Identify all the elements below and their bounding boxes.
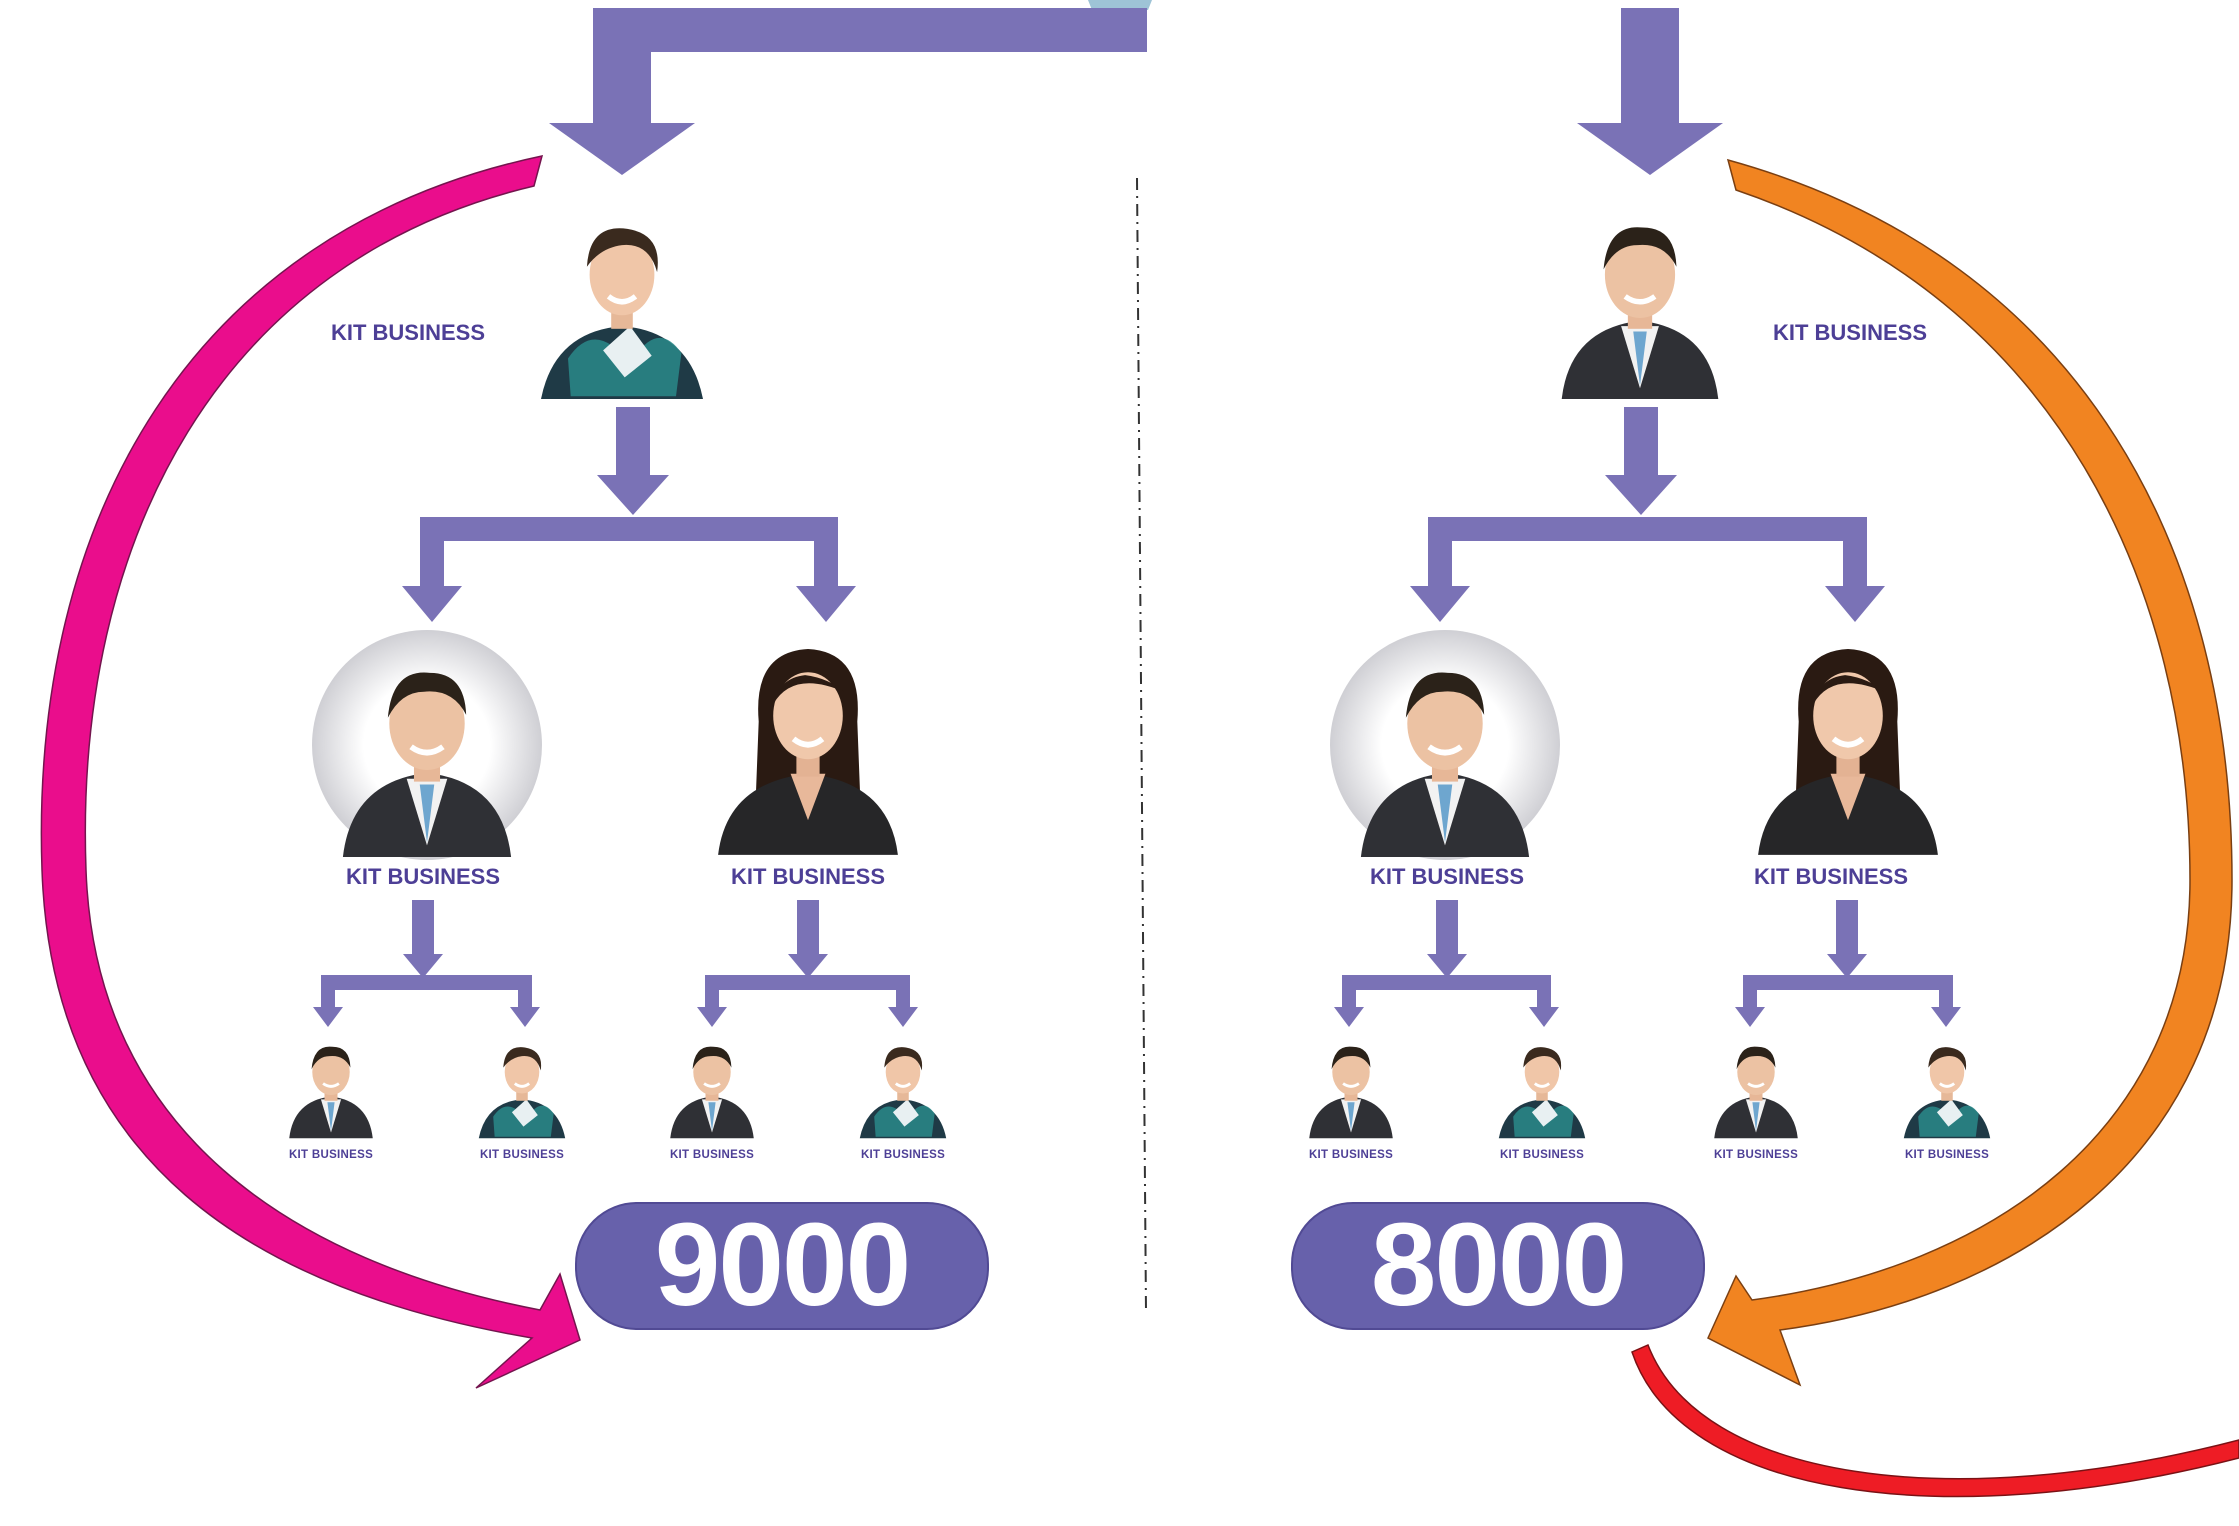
left-root-down-shaft bbox=[616, 407, 650, 475]
right-child-1-avatar bbox=[1330, 630, 1560, 860]
right-g2-down-head bbox=[1827, 954, 1867, 978]
right-g1-bracket-right-head bbox=[1529, 1007, 1559, 1027]
leaf-avatar bbox=[1712, 1045, 1800, 1140]
left-level2-bracket-right-head bbox=[796, 586, 856, 622]
left-g2-bracket-right-shaft bbox=[896, 975, 910, 1007]
spillover-arrow bbox=[1631, 1343, 2239, 1498]
top-bracket-left-head bbox=[549, 123, 695, 175]
right-root-down-shaft bbox=[1624, 407, 1658, 475]
left-level2-bracket-bar bbox=[420, 517, 838, 541]
leaf-avatars bbox=[287, 1045, 1992, 1140]
right-g2-bracket-right-head bbox=[1931, 1007, 1961, 1027]
left-g2-bracket-bar bbox=[705, 975, 910, 990]
right-g2-bracket-left-head bbox=[1735, 1007, 1765, 1027]
left-child-1-avatar bbox=[312, 630, 542, 860]
leaf-avatar bbox=[477, 1045, 567, 1140]
leaf-avatar bbox=[1497, 1045, 1587, 1140]
left-total-pill: 9000 bbox=[575, 1202, 989, 1330]
right-root-label: KIT BUSINESS bbox=[1772, 320, 1928, 345]
right-g1-down-shaft bbox=[1436, 900, 1458, 954]
leaf-avatar bbox=[668, 1045, 756, 1140]
left-g1-bracket-right-shaft bbox=[518, 975, 532, 1007]
left-g1-bracket-left-shaft bbox=[321, 975, 335, 1007]
right-loop-arrow bbox=[1707, 158, 2233, 1387]
left-child-1-label: KIT BUSINESS bbox=[345, 864, 501, 889]
right-g2-bracket-bar bbox=[1743, 975, 1953, 990]
right-g1-bracket-left-head bbox=[1334, 1007, 1364, 1027]
left-g2-bracket-left-head bbox=[697, 1007, 727, 1027]
left-level2-bracket-left-head bbox=[402, 586, 462, 622]
top-bracket-right-shaft bbox=[1621, 8, 1679, 123]
right-g2-bracket-right-shaft bbox=[1939, 975, 1953, 1007]
left-leaf-3-label: KIT BUSINESS bbox=[669, 1149, 755, 1161]
right-total-pill: 8000 bbox=[1291, 1202, 1705, 1330]
right-leaf-1-label: KIT BUSINESS bbox=[1308, 1149, 1394, 1161]
top-bracket-bar bbox=[597, 8, 1147, 52]
right-child-2-avatar bbox=[1758, 649, 1938, 855]
left-g2-down-shaft bbox=[797, 900, 819, 954]
left-leaf-1-label: KIT BUSINESS bbox=[288, 1149, 374, 1161]
left-loop-arrow bbox=[40, 155, 581, 1389]
leaf-avatar bbox=[858, 1045, 948, 1140]
right-level2-bracket-right-head bbox=[1825, 586, 1885, 622]
right-root-avatar bbox=[1562, 227, 1719, 399]
right-g1-down-head bbox=[1427, 954, 1467, 978]
left-root-avatar bbox=[541, 228, 703, 399]
right-g2-down-shaft bbox=[1836, 900, 1858, 954]
right-level2-bracket-right-shaft bbox=[1843, 517, 1867, 586]
right-g2-bracket-left-shaft bbox=[1743, 975, 1757, 1007]
connector-arrows bbox=[313, 8, 1961, 1027]
center-divider bbox=[1136, 177, 1147, 1313]
right-level2-bracket-bar bbox=[1428, 517, 1867, 541]
left-g1-down-shaft bbox=[412, 900, 434, 954]
top-bracket-left-shaft bbox=[593, 8, 651, 123]
leaf-avatar bbox=[1307, 1045, 1395, 1140]
left-level2-bracket-right-shaft bbox=[814, 517, 838, 586]
right-g1-bracket-bar bbox=[1342, 975, 1551, 990]
right-leaf-2-label: KIT BUSINESS bbox=[1499, 1149, 1585, 1161]
right-child-2-label: KIT BUSINESS bbox=[1753, 864, 1909, 889]
right-leaf-4-label: KIT BUSINESS bbox=[1904, 1149, 1990, 1161]
left-g2-bracket-left-shaft bbox=[705, 975, 719, 1007]
left-g1-bracket-left-head bbox=[313, 1007, 343, 1027]
right-g1-bracket-right-shaft bbox=[1537, 975, 1551, 1007]
right-level2-bracket-left-shaft bbox=[1428, 517, 1452, 586]
left-leaf-4-label: KIT BUSINESS bbox=[860, 1149, 946, 1161]
right-g1-bracket-left-shaft bbox=[1342, 975, 1356, 1007]
left-g1-bracket-bar bbox=[321, 975, 532, 990]
leaf-avatar bbox=[287, 1045, 375, 1140]
right-level2-bracket-left-head bbox=[1410, 586, 1470, 622]
leaf-avatar bbox=[1902, 1045, 1992, 1140]
left-g2-bracket-right-head bbox=[888, 1007, 918, 1027]
left-child-2-label: KIT BUSINESS bbox=[730, 864, 886, 889]
left-g2-down-head bbox=[788, 954, 828, 978]
left-leaf-2-label: KIT BUSINESS bbox=[479, 1149, 565, 1161]
left-level2-bracket-left-shaft bbox=[420, 517, 444, 586]
right-leaf-3-label: KIT BUSINESS bbox=[1713, 1149, 1799, 1161]
left-root-down-head bbox=[597, 475, 669, 515]
right-child-1-label: KIT BUSINESS bbox=[1369, 864, 1525, 889]
top-bracket-right-head bbox=[1577, 123, 1723, 175]
left-child-2-avatar bbox=[718, 649, 898, 855]
right-root-down-head bbox=[1605, 475, 1677, 515]
left-root-label: KIT BUSINESS bbox=[330, 320, 486, 345]
left-g1-down-head bbox=[403, 954, 443, 978]
root-person-partial bbox=[1088, 0, 1152, 10]
left-g1-bracket-right-head bbox=[510, 1007, 540, 1027]
